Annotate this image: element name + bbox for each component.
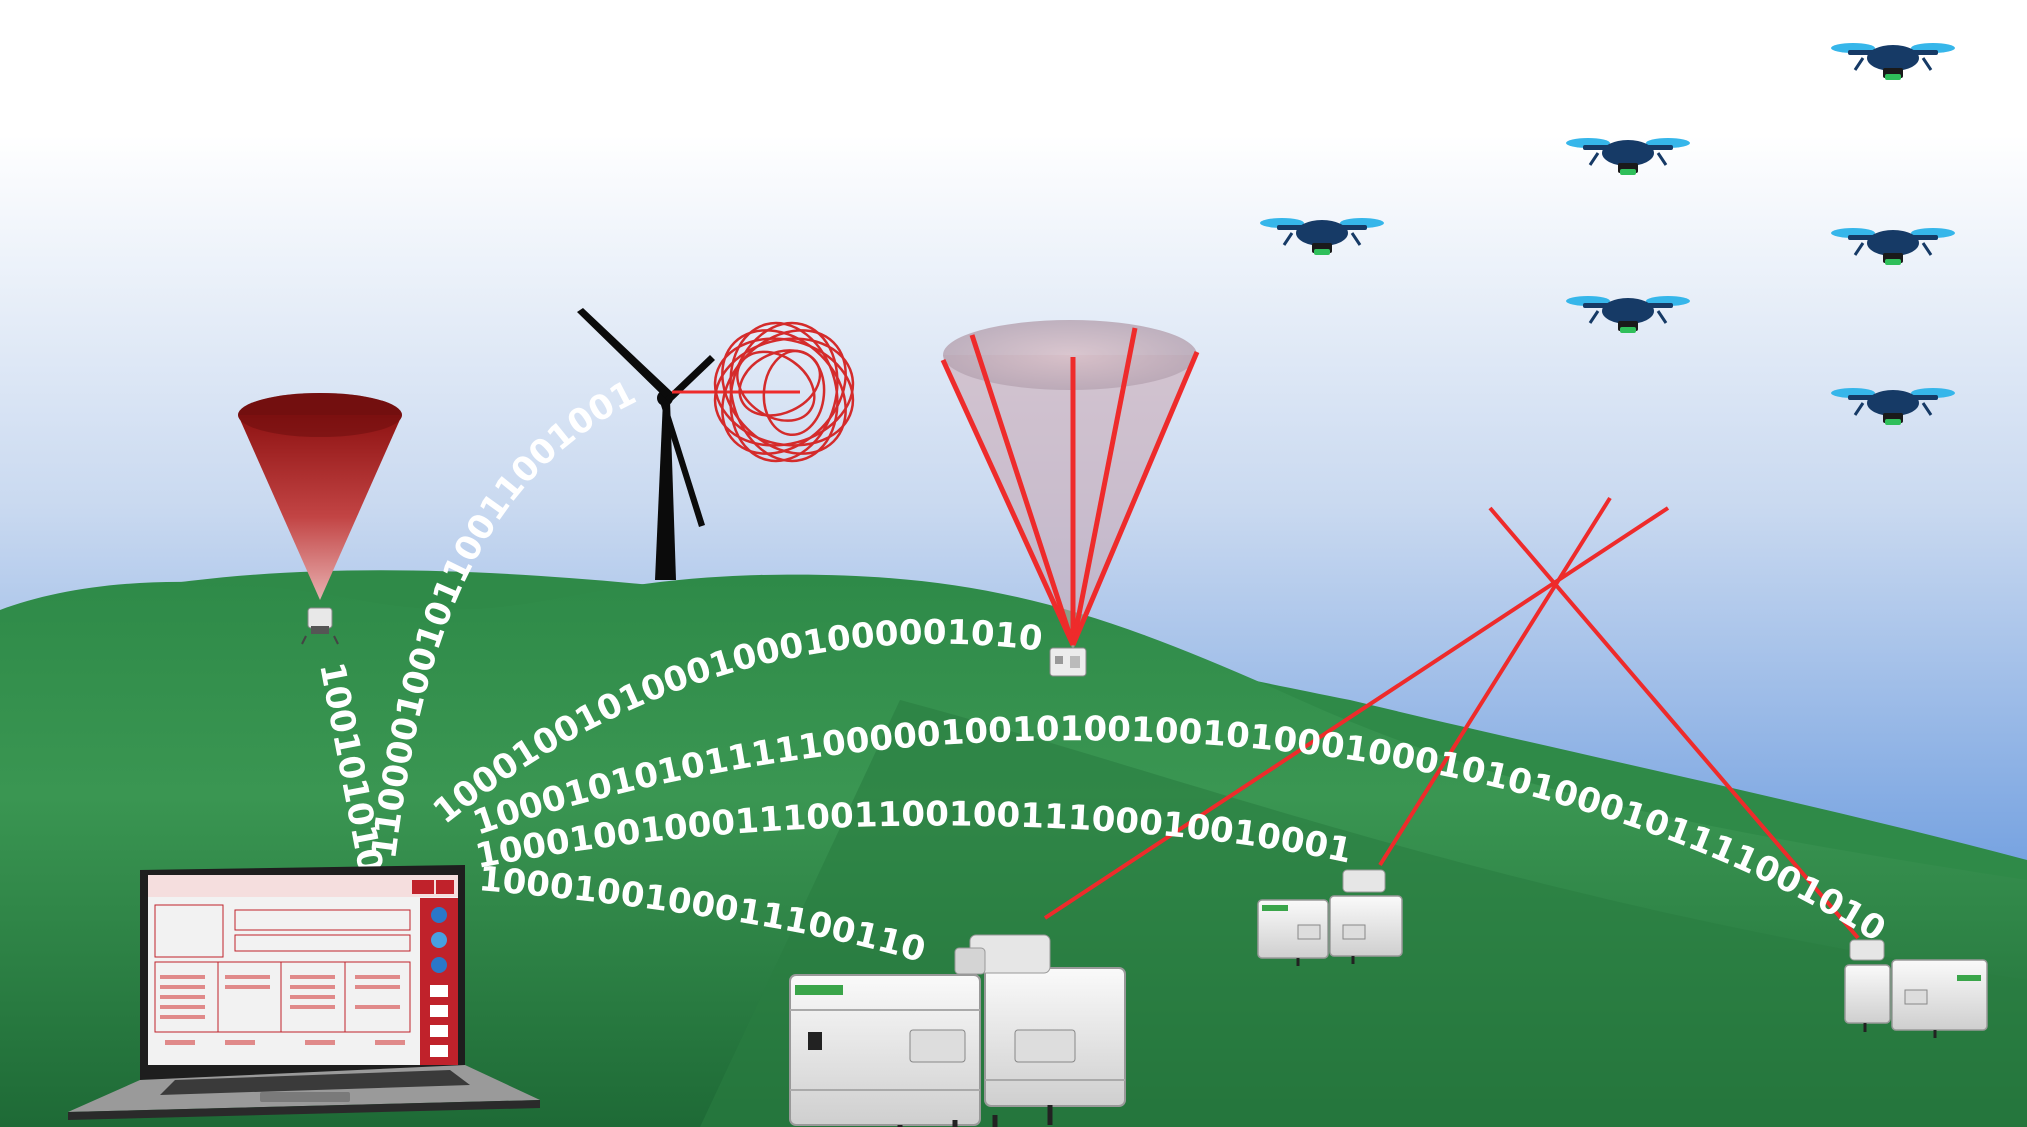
ground-lasers <box>1043 496 1860 940</box>
quadcopter-drone-icon <box>1157 218 1384 255</box>
drone-swarm <box>1157 43 1955 425</box>
center-cone <box>943 355 1197 650</box>
quadcopter-drone-icon <box>1463 296 1690 333</box>
quadcopter-drone-icon <box>1728 43 1955 80</box>
ground-unit-middle <box>1257 869 1403 966</box>
left-cone <box>238 415 402 600</box>
scan-rosette <box>713 321 855 463</box>
center-sensor-group <box>940 320 1200 677</box>
ground-unit-right <box>1844 939 1988 1038</box>
quadcopter-drone-icon <box>1463 138 1690 175</box>
ground-unit-front <box>789 934 1126 1127</box>
quadcopter-drone-icon <box>1728 228 1955 265</box>
laptop-screen <box>148 875 458 1065</box>
quadcopter-drone-icon <box>1728 388 1955 425</box>
left-sensor-unit <box>301 607 339 645</box>
laptop-icon <box>68 865 540 1120</box>
left-sensor-group <box>238 393 402 645</box>
center-sensor-unit <box>1049 647 1087 677</box>
